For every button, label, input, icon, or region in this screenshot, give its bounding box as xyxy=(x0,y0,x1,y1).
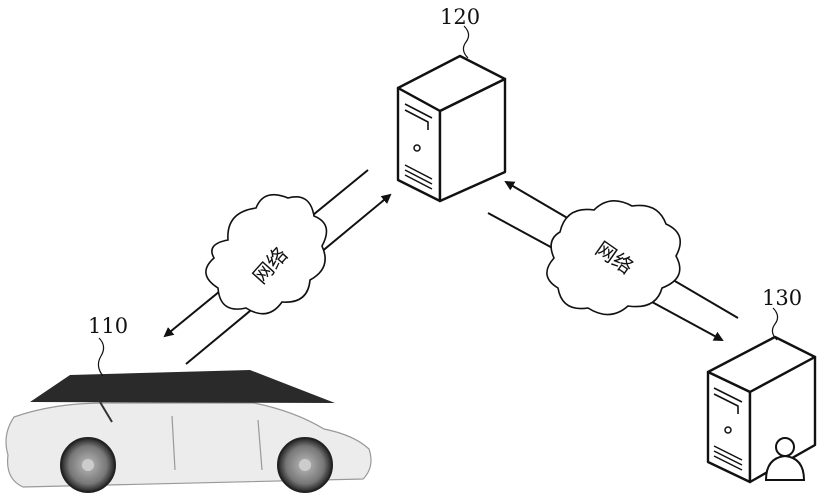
server-120 xyxy=(398,56,505,201)
canopy xyxy=(30,370,335,403)
server-130 xyxy=(708,337,815,482)
vehicle-110 xyxy=(6,370,371,492)
label-110: 110 xyxy=(88,314,128,338)
leader-line-120 xyxy=(463,26,468,58)
label-120: 120 xyxy=(440,5,480,29)
label-130: 130 xyxy=(762,286,802,310)
network-cloud-right: 网络 xyxy=(547,201,680,315)
network-cloud-left: 网络 xyxy=(206,195,327,314)
leader-line-110 xyxy=(98,338,103,376)
leader-line-130 xyxy=(772,308,777,340)
